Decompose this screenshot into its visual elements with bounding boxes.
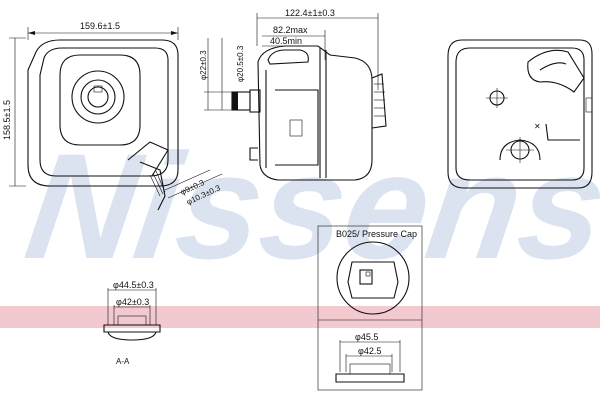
top-view: ✕ — [447, 39, 593, 189]
cap-outer-label: φ45.5 — [355, 332, 378, 342]
neck-outer-label: φ44.5±0.3 — [113, 280, 154, 290]
cap-inner-label: φ42.5 — [358, 346, 381, 356]
cap-title: B025/ Pressure Cap — [336, 229, 417, 239]
side-min-label: 40.5min — [270, 36, 302, 46]
front-height-label: 158.5±1.5 — [2, 100, 12, 140]
neck-detail: φ44.5±0.3 φ42±0.3 A-A — [103, 280, 161, 366]
hose-inner-label: φ20.5±0.3 — [236, 45, 245, 82]
cap-detail: B025/ Pressure Cap φ45.5 φ42.5 — [317, 225, 423, 391]
side-max-label: 82.2max — [273, 25, 308, 35]
side-overall-label: 122.4±1±0.3 — [285, 8, 335, 18]
watermark-band — [0, 306, 600, 328]
neck-note: A-A — [116, 357, 130, 366]
watermark: Nissens — [17, 123, 600, 290]
hose-outer-label: φ22±0.3 — [199, 50, 208, 80]
neck-inner-label: φ42±0.3 — [116, 297, 149, 307]
front-width-label: 159.6±1.5 — [80, 21, 120, 31]
cap-frame — [317, 225, 423, 391]
top-view-mark: ✕ — [534, 122, 541, 131]
watermark-text: Nissens — [17, 123, 600, 290]
side-view: 122.4±1±0.3 82.2max 40.5min φ22±0.3 φ20.… — [199, 8, 387, 181]
